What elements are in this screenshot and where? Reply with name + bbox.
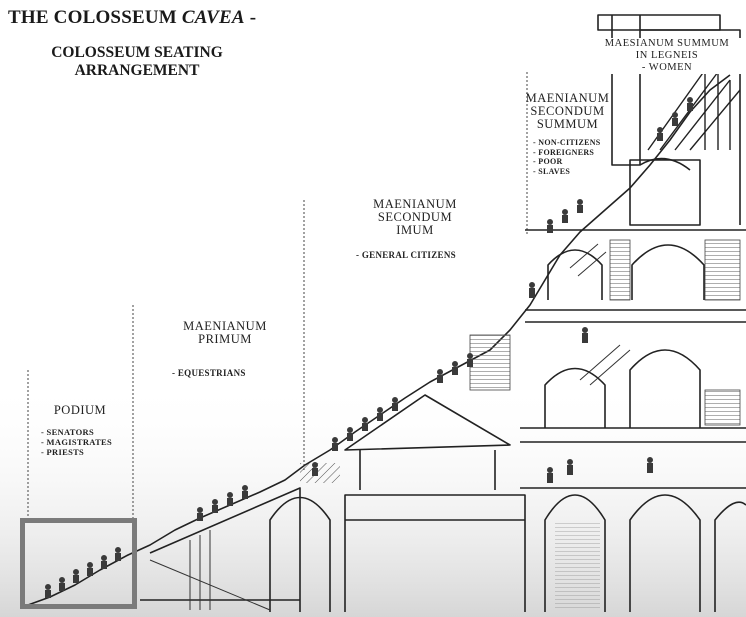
zone-secondum-imum-occupants: - GENERAL CITIZENS [356,250,456,260]
spectators [45,97,693,598]
diagram-title: THE COLOSSEUM CAVEA - [8,7,257,28]
zone-secondum-imum-name: MAENIANUM SECONDUM IMUM [373,197,457,237]
podium-highlight-box [20,518,137,609]
cavea-structure [27,14,746,612]
zone-dividers [27,72,528,520]
zone-secondum-summum-occupants: - NON-CITIZENS - FOREIGNERS - POOR - SLA… [533,138,601,176]
diagram-subtitle: COLOSSEUM SEATING ARRANGEMENT [51,44,223,79]
zone-summum-legneis-name: MAESIANUM SUMMUM IN LEGNEIS - WOMEN [592,38,742,74]
zone-podium-name: PODIUM [53,403,107,417]
zone-primum-occupants: - EQUESTRIANS [172,368,246,378]
zone-podium-occupants: - SENATORS - MAGISTRATES - PRIESTS [41,427,113,457]
stairways [149,243,631,611]
wall-hatching [300,239,741,610]
zone-primum-name: MAENIANUM PRIMUM [183,319,267,346]
zone-secondum-summum-name: MAENIANUM SECONDUM SUMMUM [525,91,610,131]
